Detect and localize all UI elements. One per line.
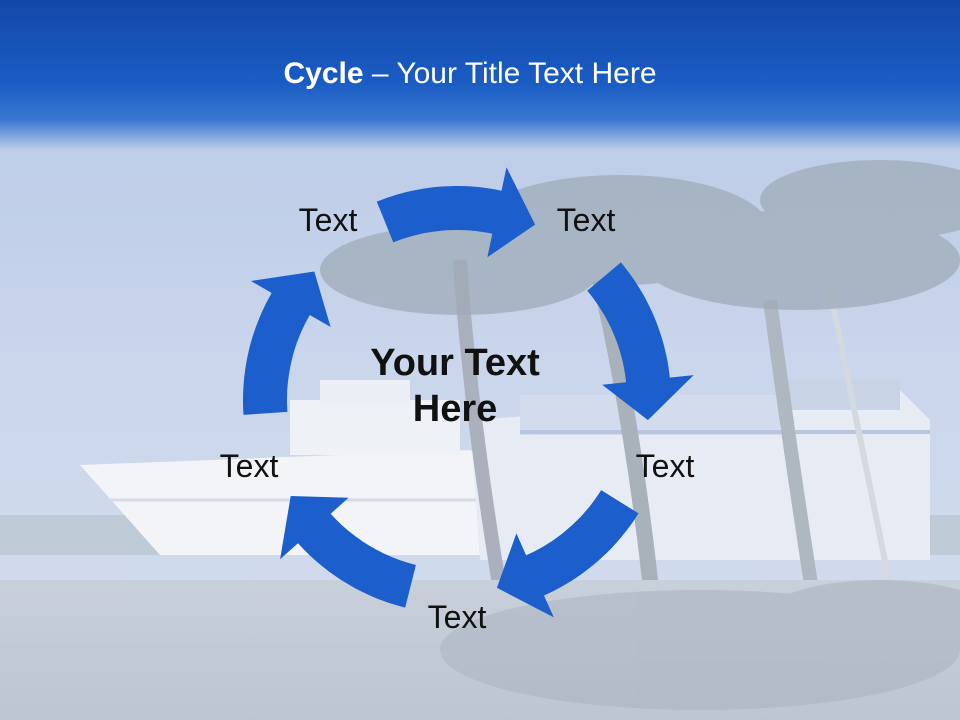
cycle-arrow-1-icon (376, 167, 536, 258)
center-text: Your Text Here (370, 342, 540, 430)
node-label-2: Text (635, 448, 695, 484)
node-label-3: Text (427, 599, 487, 635)
cycle-arrow-5-icon (243, 271, 331, 415)
node-label-4: Text (219, 448, 279, 484)
cycle-arrow-2-icon (587, 262, 694, 421)
header-band (0, 0, 960, 150)
cycle-arrow-3-icon (496, 490, 639, 618)
node-label-1: Text (556, 202, 616, 238)
cycle-arrow-4-icon (280, 496, 416, 608)
title-bold: Cycle (283, 57, 364, 90)
title-rest: – Your Title Text Here (363, 57, 657, 90)
slide-title: Cycle – Your Title Text Here (0, 54, 940, 94)
node-label-5: Text (298, 202, 358, 238)
